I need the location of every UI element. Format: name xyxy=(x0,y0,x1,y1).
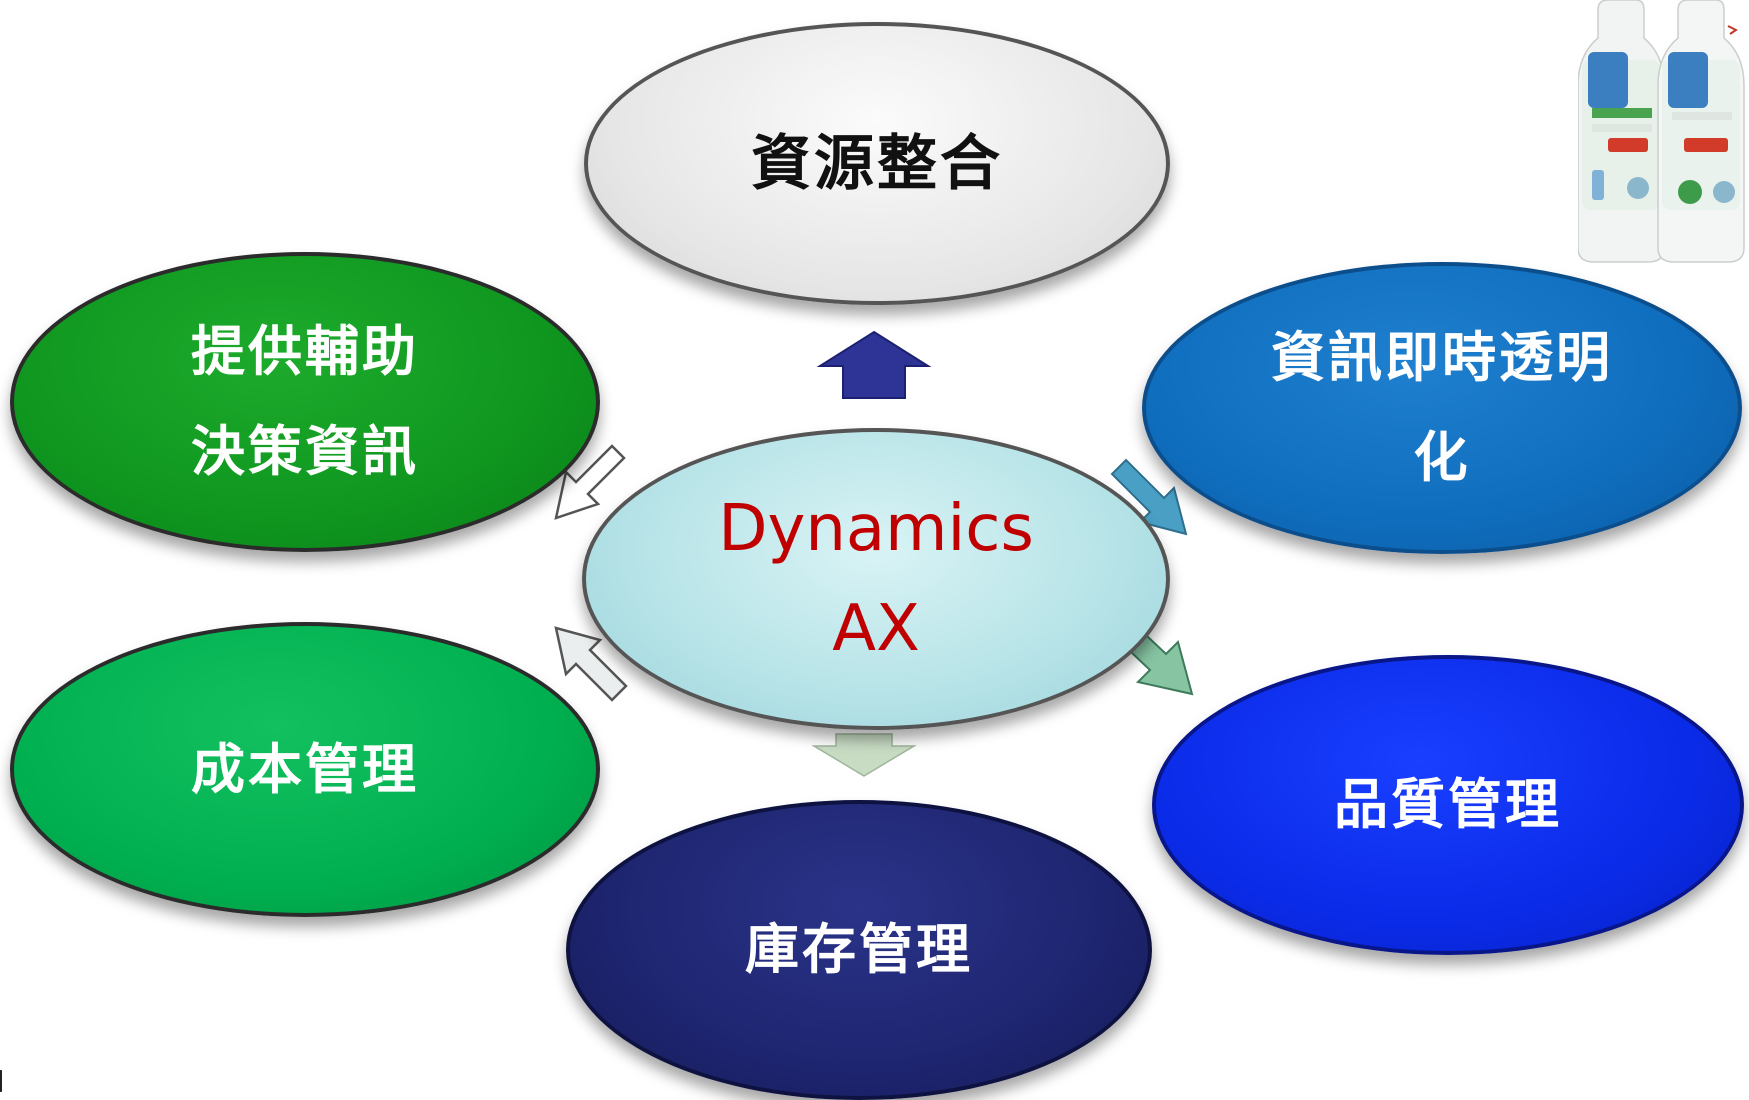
arrow-down xyxy=(811,733,917,777)
node-label: 資訊即時透明 化 xyxy=(1271,326,1613,489)
node-inventory-management: 庫存管理 xyxy=(566,800,1152,1100)
node-label: 庫存管理 xyxy=(745,918,973,981)
milk-bottles-product-photo xyxy=(1578,0,1745,263)
node-label: 提供輔助 決策資訊 xyxy=(191,320,419,483)
node-decision-support: 提供輔助 決策資訊 xyxy=(10,252,600,552)
arrow-up xyxy=(816,330,932,399)
node-label: 品質管理 xyxy=(1334,773,1562,836)
node-dynamics-ax: Dynamics AX xyxy=(582,428,1170,730)
node-label: 成本管理 xyxy=(191,737,419,801)
node-cost-management: 成本管理 xyxy=(10,622,600,917)
node-label: 資源整合 xyxy=(751,128,1003,199)
node-resource-integration: 資源整合 xyxy=(584,22,1170,305)
node-quality-management: 品質管理 xyxy=(1152,655,1744,955)
corner-glyph-fragment xyxy=(0,1070,8,1092)
center-label: Dynamics AX xyxy=(718,492,1034,666)
arrow-upper-left xyxy=(554,444,626,520)
arrow-lower-left xyxy=(554,626,628,702)
node-realtime-transparency: 資訊即時透明 化 xyxy=(1142,262,1742,554)
